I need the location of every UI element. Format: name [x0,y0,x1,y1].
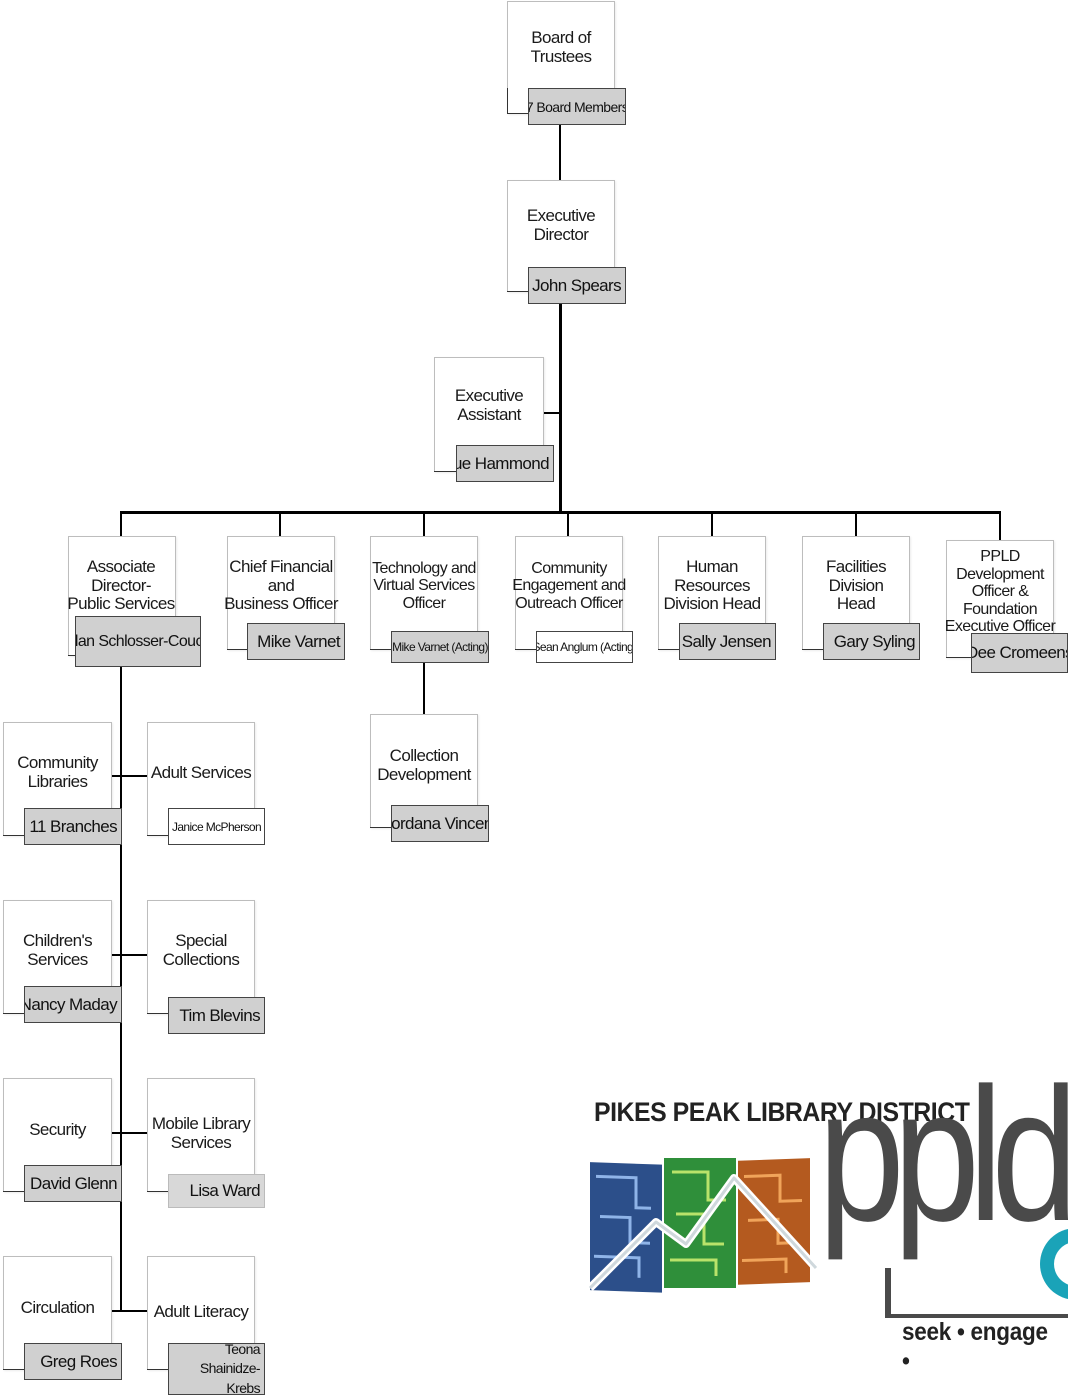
special-collections-title: Special Collections [162,931,240,969]
security-name: David Glenn [24,1165,122,1202]
connector-division-bar [120,511,1001,514]
community-engagement-name: Sean Anglum (Acting) [536,631,633,663]
connector-board-director [559,125,561,180]
connector-row1 [112,775,148,777]
adult-services-name: Janice McPherson [168,808,265,845]
connector-drop-community [567,511,569,536]
development-officer-title: PPLD Development Officer & Foundation Ex… [944,548,1056,636]
connector-drop-development [999,511,1001,540]
connector-drop-associate [120,511,122,538]
logo-mountain-graphic [587,1158,819,1293]
logo-tagline: seek • engage • [902,1318,1048,1375]
collection-development-name: Jordana Vincent [391,805,489,842]
collection-development-title: Collection Development [377,746,471,784]
adult-literacy-name: Teona Shainidze- Krebs [168,1343,265,1395]
facilities-name: Gary Syling [823,623,920,660]
special-collections-name: Tim Blevins [168,997,265,1034]
adult-literacy-title: Adult Literacy [153,1301,249,1321]
connector-drop-technology [423,511,425,536]
cfo-title: Chief Financial and Business Officer [224,556,338,614]
associate-director-name: Alan Schlosser-Couch [75,616,201,667]
connector-drop-facilities [855,511,857,536]
connector-drop-cfo [279,511,281,536]
connector-row2 [112,954,148,956]
executive-director-title: Executive Director [526,206,596,244]
adult-services-title: Adult Services [150,762,252,782]
connector-director-trunk [559,304,562,512]
technology-officer-name: Mike Varnet (Acting) [391,631,489,663]
cfo-name: Mike Varnet [247,623,345,660]
executive-assistant-title: Executive Assistant [454,386,524,424]
community-libraries-title: Community Libraries [17,753,98,791]
connector-assistant [543,412,560,414]
board-of-trustees-title: Board of Trustees [530,28,592,66]
connector-row3 [112,1132,148,1134]
connector-drop-hr [711,511,713,536]
board-members-label: 7 Board Members [528,88,626,125]
human-resources-name: Sally Jensen [679,623,776,660]
circulation-name: Greg Roes [24,1343,122,1380]
logo-underline-bar [885,1314,1068,1318]
childrens-services-title: Children's Services [22,931,93,969]
logo-header: PIKES PEAK LIBRARY DISTRICT [594,1097,970,1127]
mobile-library-title: Mobile Library Services [151,1114,251,1152]
facilities-title: Facilities Division Head [825,556,887,614]
logo-underline [885,1268,891,1318]
connector-technology-collection [423,661,425,715]
community-libraries-name: 11 Branches [24,808,122,845]
associate-director-title: Associate Director- Public Services [67,556,175,614]
childrens-services-name: Nancy Maday [24,986,122,1023]
security-title: Security [29,1119,86,1139]
executive-director-name: John Spears [528,267,626,304]
technology-officer-title: Technology and Virtual Services Officer [372,559,476,612]
community-engagement-title: Community Engagement and Outreach Office… [512,559,626,612]
human-resources-title: Human Resources Division Head [663,556,761,614]
mobile-library-name: Lisa Ward [168,1174,265,1208]
executive-assistant-name: Sue Hammond [456,445,554,482]
logo-wordmark: ppld. [818,1049,1068,1261]
mobile-library-box [147,1078,255,1192]
connector-row4 [112,1310,148,1312]
circulation-title: Circulation [20,1297,95,1317]
development-officer-name: Dee Cromeens [971,633,1068,673]
